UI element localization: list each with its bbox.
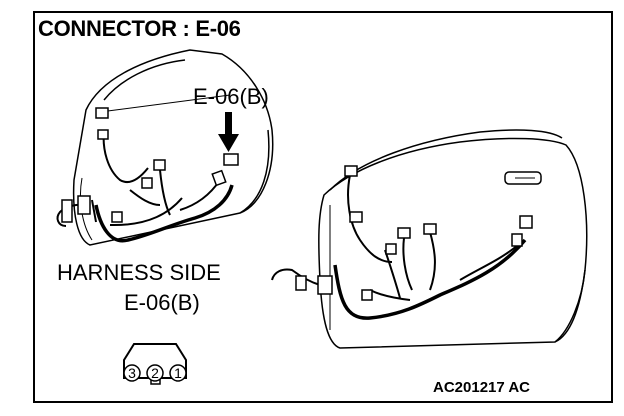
left-harness bbox=[56, 129, 234, 243]
harness-side-label: HARNESS SIDE bbox=[57, 260, 221, 285]
pin-label: 2 bbox=[151, 365, 159, 381]
pin-2 bbox=[146, 364, 164, 382]
pin-1 bbox=[169, 364, 187, 382]
e06-connector bbox=[223, 153, 239, 166]
figure-id: AC201217 AC bbox=[433, 379, 530, 396]
pointer-arrow-icon bbox=[218, 112, 239, 152]
connector-callout-label: E-06(B) bbox=[193, 84, 269, 109]
diagram-frame bbox=[33, 11, 613, 403]
harness-connector-code: E-06(B) bbox=[124, 290, 200, 315]
left-harness-connectors bbox=[61, 107, 239, 223]
pin-label: 3 bbox=[128, 365, 136, 381]
right-door-illustration bbox=[318, 129, 588, 349]
pin-label: 1 bbox=[174, 365, 182, 381]
pin-3 bbox=[123, 364, 141, 382]
right-harness-connectors bbox=[295, 165, 533, 301]
harness-connector-face: 3 2 1 bbox=[123, 343, 187, 385]
diagram-title: CONNECTOR : E-06 bbox=[38, 16, 241, 41]
right-harness bbox=[271, 174, 527, 320]
